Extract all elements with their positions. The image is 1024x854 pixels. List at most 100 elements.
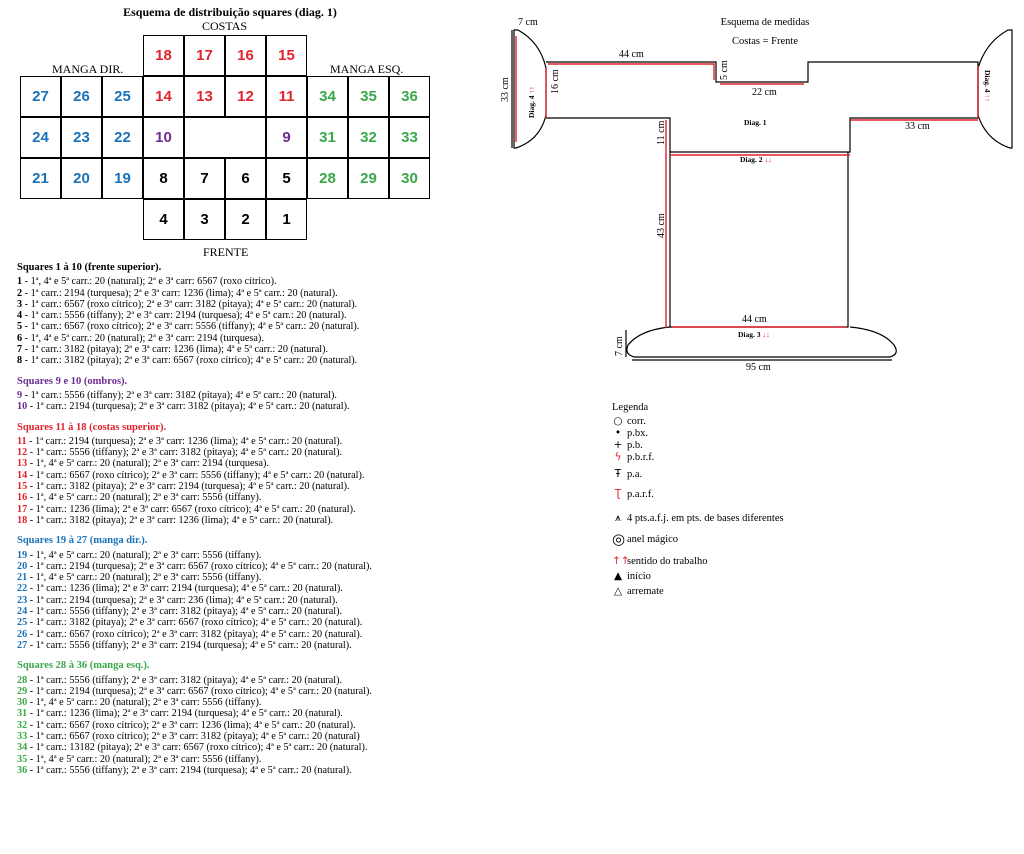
frente-label: FRENTE [203,245,249,259]
square-number: 19 [17,549,28,561]
legend-item: ○corr. [613,415,646,427]
manga-dir-label: MANGA DIR. [52,62,124,76]
square-cell: 4 [143,199,184,240]
measure-33cm-right: 33 cm [905,121,930,132]
diag-1-label: Diag. 1 [744,118,767,127]
square-color-text: - 1ª carr.: 1236 (lima); 2ª e 3ª carr: 2… [27,708,343,720]
square-color-row: 9 - 1ª carr.: 5556 (tiffany); 2ª e 3ª ca… [17,390,487,401]
square-color-text: - 1ª carr.: 2194 (turquesa); 2ª e 3ª car… [27,560,372,572]
square-color-row: 30 - 1ª, 4ª e 5ª carr.: 20 (natural); 2ª… [17,697,487,708]
square-color-text: - 1ª carr.: 6567 (roxo cítrico); 2ª e 3ª… [22,298,358,310]
measure-title: Esquema de medidas [720,17,810,28]
square-number: 34 [17,742,28,754]
measure-7cm-top: 7 cm [518,17,538,28]
square-color-text: - 1ª carr.: 13182 (pitaya); 2ª e 3ª carr… [27,742,368,754]
square-color-row: 12 - 1ª carr.: 5556 (tiffany); 2ª e 3ª c… [17,447,487,458]
arrow-up-icon: ↑↑ [983,94,992,102]
square-color-text: - 1ª carr.: 5556 (tiffany); 2ª e 3ª carr… [27,674,343,686]
square-number: 8 [17,355,23,367]
square-color-text: - 1ª carr.: 5556 (tiffany); 2ª e 3ª carr… [27,764,352,776]
legend-item: •p.bx. [612,427,648,439]
legend-item: △arremate [613,585,664,597]
square-color-row: 19 - 1ª, 4ª e 5ª carr.: 20 (natural); 2ª… [17,550,487,561]
square-color-row: 3 - 1ª carr.: 6567 (roxo cítrico); 2ª e … [17,299,487,310]
square-cell: 29 [348,158,389,199]
square-color-row: 17 - 1ª carr.: 1236 (lima); 2ª e 3ª carr… [17,504,487,515]
square-number: 10 [17,401,28,413]
parf-icon: Ʈ [614,488,622,500]
square-cell: 25 [102,76,143,117]
square-number: 31 [17,708,28,720]
square-color-text: - 1ª carr.: 1236 (lima); 2ª e 3ª carr: 6… [27,503,356,515]
section-title: Squares 28 à 36 (manga esq.). [17,660,150,672]
square-color-row: 4 - 1ª carr.: 5556 (tiffany); 2ª e 3ª ca… [17,310,487,321]
square-number: 6 [17,332,23,344]
measure-22cm: 22 cm [752,87,777,98]
square-color-text: - 1ª carr.: 5556 (tiffany); 2ª e 3ª carr… [27,639,352,651]
square-color-row: 36 - 1ª carr.: 5556 (tiffany); 2ª e 3ª c… [17,765,487,776]
square-color-row: 27 - 1ª carr.: 5556 (tiffany); 2ª e 3ª c… [17,640,487,651]
square-color-text: - 1ª carr.: 3182 (pitaya); 2ª e 3ª carr:… [27,617,363,629]
section-title: Squares 9 e 10 (ombros). [17,375,128,387]
square-color-row: 32 - 1ª carr.: 6567 (roxo cítrico); 2ª e… [17,720,487,731]
plus-icon: + [613,439,623,451]
square-color-text: - 1ª carr.: 3182 (pitaya); 2ª e 3ª carr:… [27,514,334,526]
square-color-text: - 1ª carr.: 2194 (turquesa); 2ª e 3ª car… [27,594,338,606]
square-color-text: - 1ª carr.: 6567 (roxo cítrico); 2ª e 3ª… [27,469,365,481]
square-color-text: - 1ª carr.: 5556 (tiffany); 2ª e 3ª carr… [27,606,343,618]
square-number: 13 [17,458,28,470]
square-color-text: - 1ª, 4ª e 5ª carr.: 20 (natural); 2ª e … [27,458,269,470]
square-color-row: 31 - 1ª carr.: 1236 (lima); 2ª e 3ª carr… [17,708,487,719]
square-cell: 7 [184,158,225,199]
square-number: 36 [17,764,28,776]
square-cell: 15 [266,35,307,76]
legend-item: ↑↑sentido do trabalho [612,555,708,567]
square-color-row: 10 - 1ª carr.: 2194 (turquesa); 2ª e 3ª … [17,401,487,412]
square-color-row: 7 - 1ª carr.: 3182 (pitaya); 2ª e 3ª car… [17,344,487,355]
diag-2-label: Diag. 2 ↓↓ [740,155,772,164]
square-number: 18 [17,514,28,526]
square-color-text: - 1ª carr.: 5556 (tiffany); 2ª e 3ª carr… [27,447,343,459]
square-color-row: 5 - 1ª carr.: 6567 (roxo cítrico); 2ª e … [17,321,487,332]
square-color-text: - 1ª, 4ª e 5ª carr.: 20 (natural); 2ª e … [27,753,262,765]
square-color-row: 11 - 1ª carr.: 2194 (turquesa); 2ª e 3ª … [17,436,487,447]
square-color-text: - 1ª carr.: 2194 (turquesa); 2ª e 3ª car… [27,685,372,697]
open-circle-icon: ○ [613,415,623,427]
square-color-text: - 1ª carr.: 6567 (roxo cítrico); 2ª e 3ª… [27,719,356,731]
square-cell: 17 [184,35,225,76]
square-cell: 12 [225,76,266,117]
diag-4-right-label: Diag. 4 ↑↑ [983,70,992,102]
square-number: 1 [17,276,23,288]
square-cell: 26 [61,76,102,117]
square-cell: 11 [266,76,307,117]
square-cell: 10 [143,117,184,158]
section-title: Squares 19 à 27 (manga dir.). [17,535,148,547]
square-number: 17 [17,503,28,515]
square-cell [184,117,266,158]
square-color-row: 20 - 1ª carr.: 2194 (turquesa); 2ª e 3ª … [17,561,487,572]
square-color-row: 6 - 1ª, 4ª e 5ª carr.: 20 (natural); 2ª … [17,333,487,344]
square-number: 15 [17,481,28,493]
square-color-row: 23 - 1ª carr.: 2194 (turquesa); 2ª e 3ª … [17,595,487,606]
costas-label: COSTAS [202,19,248,33]
legend-item: ◎anel mágico [612,530,679,548]
square-color-row: 21 - 1ª, 4ª e 5ª carr.: 20 (natural); 2ª… [17,572,487,583]
square-color-row: 2 - 1ª carr.: 2194 (turquesa); 2ª e 3ª c… [17,288,487,299]
square-number: 2 [17,287,23,299]
section-title: Squares 1 à 10 (frente superior). [17,262,162,273]
section-gap [17,526,487,535]
measure-11cm: 11 cm [656,120,667,145]
square-cell: 27 [20,76,61,117]
square-color-text: - 1ª, 4ª e 5ª carr.: 20 (natural); 2ª e … [27,549,262,561]
square-number: 16 [17,492,28,504]
square-cell: 32 [348,117,389,158]
measure-33cm-left: 33 cm [500,77,511,102]
legend-item: ⩚4 pts.a.f.j. em pts. de bases diferente… [612,512,784,525]
square-color-text: - 1ª carr.: 5556 (tiffany); 2ª e 3ª carr… [22,310,347,322]
square-color-row: 1 - 1ª, 4ª e 5ª carr.: 20 (natural); 2ª … [17,276,487,287]
manga-esq-label: MANGA ESQ. [330,62,404,76]
square-color-row: 25 - 1ª carr.: 3182 (pitaya); 2ª e 3ª ca… [17,617,487,628]
square-cell: 9 [266,117,307,158]
square-cell: 36 [389,76,430,117]
